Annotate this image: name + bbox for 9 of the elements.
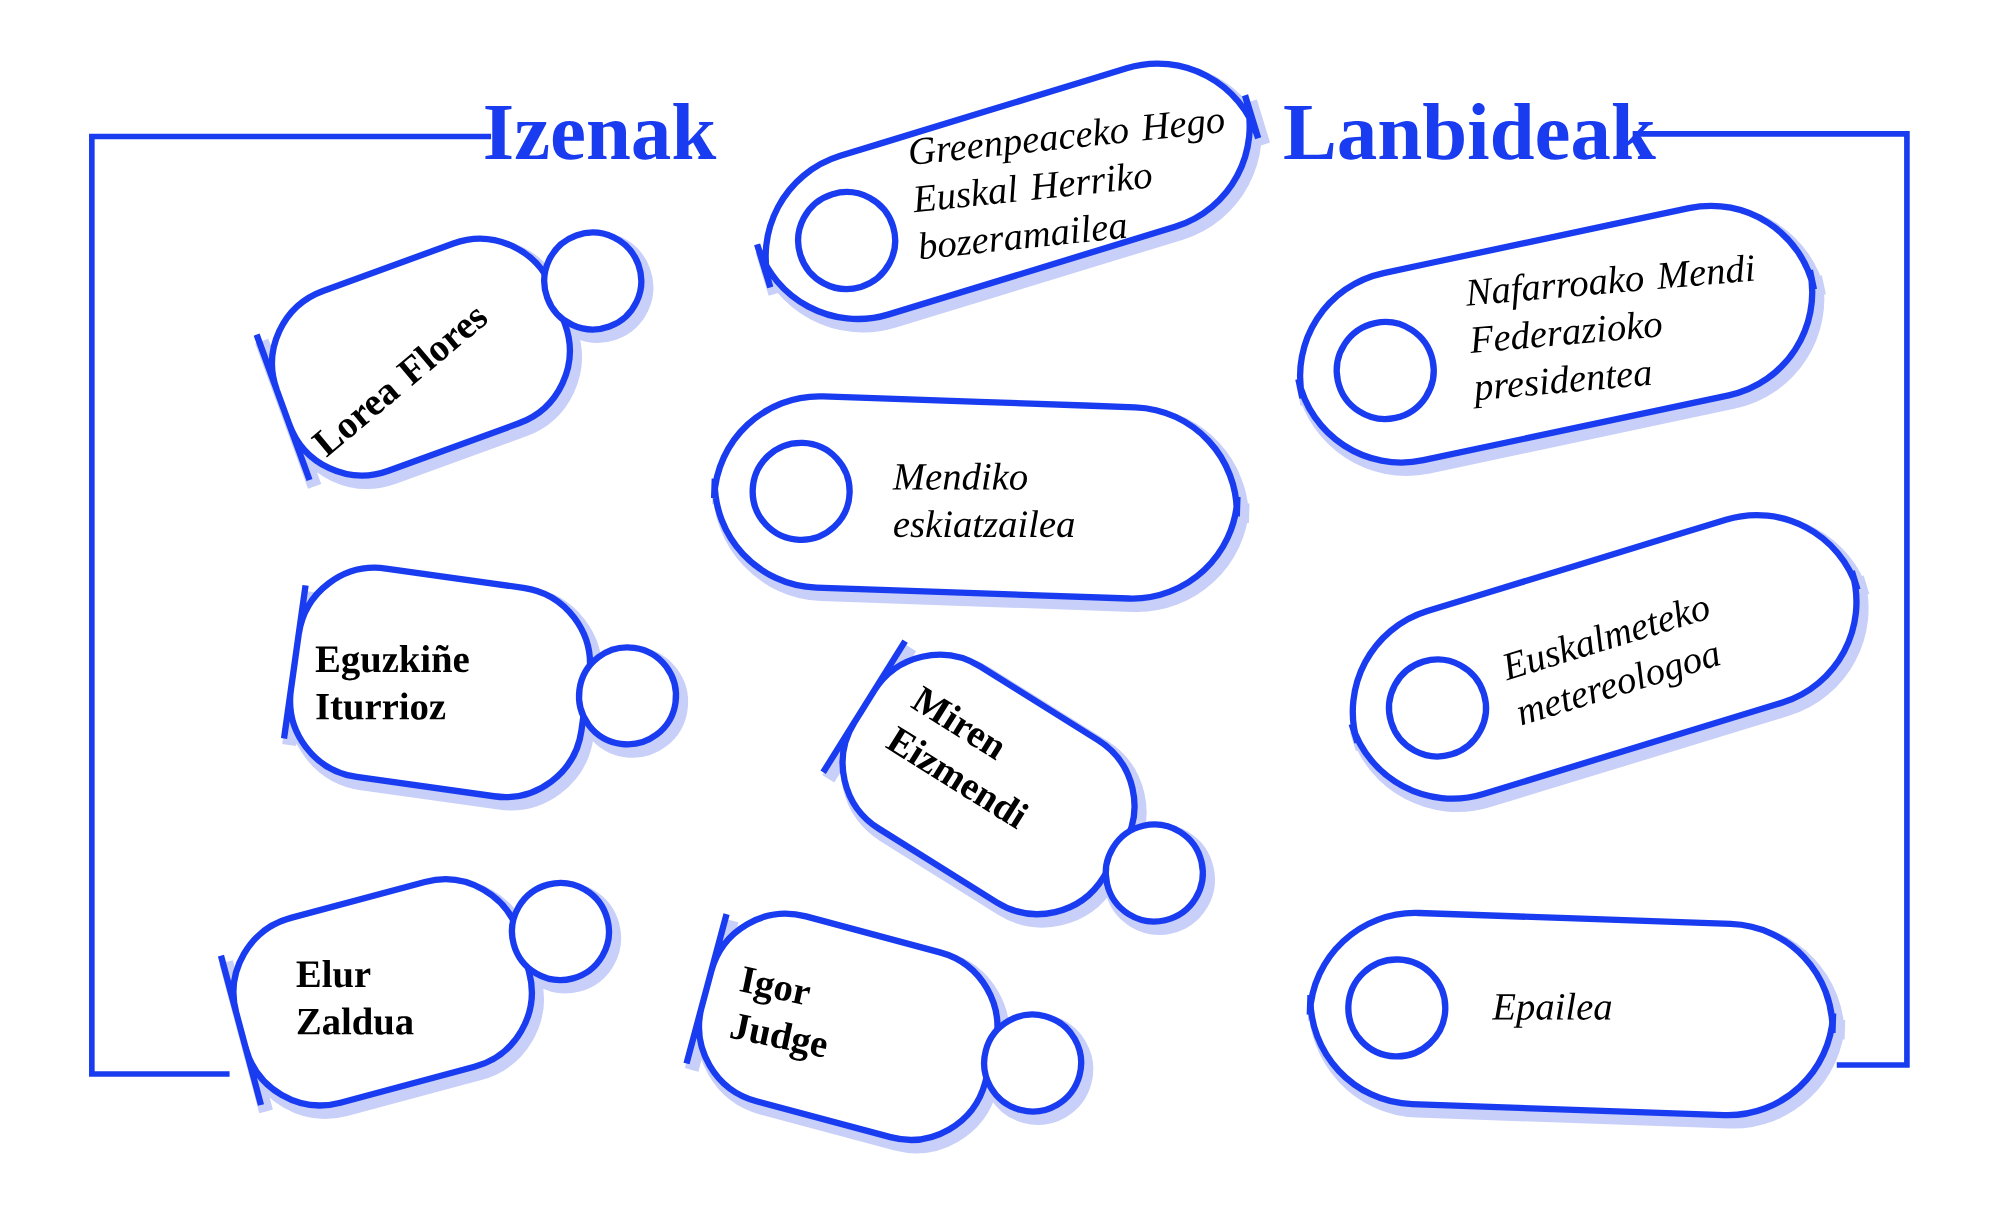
puzzle-piece: Greenpeaceko Hego Euskal Herriko bozeramailea xyxy=(753,60,1271,333)
puzzle-piece: Eguzkiñe Iturrioz xyxy=(280,564,689,811)
puzzle-piece: Nafarroako Mendi Federazioko presidentea xyxy=(1295,202,1827,476)
puzzle-piece: Elur Zaldua xyxy=(217,875,622,1119)
puzzle-piece: Epailea xyxy=(1306,909,1846,1129)
puzzle-piece: Mendiko eskiatzailea xyxy=(710,393,1250,612)
section-heading: Lanbideak xyxy=(1284,102,1656,160)
puzzle-piece: Igor Judge xyxy=(683,910,1094,1153)
section-heading: Izenak xyxy=(485,102,717,160)
